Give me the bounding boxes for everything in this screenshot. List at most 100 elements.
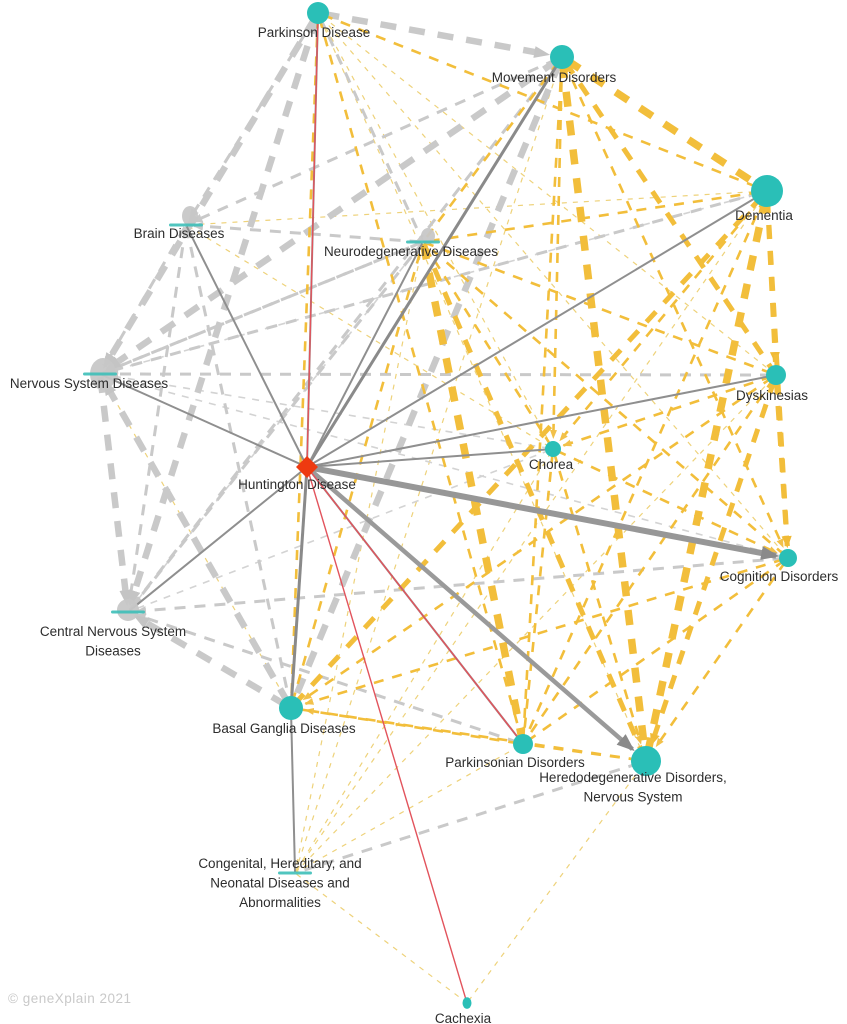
edge-huntington-dementia bbox=[310, 193, 763, 466]
node-nsd[interactable] bbox=[83, 372, 117, 376]
node-label-parkinson: Parkinson Disease bbox=[258, 25, 371, 40]
edge-parkinsonian-cns bbox=[134, 613, 519, 744]
edge-huntington-basal bbox=[289, 471, 309, 704]
edge-movement-nsd bbox=[104, 57, 559, 372]
edge-huntington-parkinsonian bbox=[309, 470, 522, 742]
edge-cognition-nsd bbox=[101, 373, 784, 558]
edge-chorea-heredo bbox=[552, 452, 643, 745]
edge-chorea-neurodeg bbox=[422, 242, 553, 447]
node-chorea[interactable] bbox=[545, 441, 561, 457]
edges-layer bbox=[97, 10, 792, 1003]
edge-neurodeg-brain bbox=[192, 221, 421, 244]
node-basal[interactable] bbox=[279, 696, 303, 720]
node-cns[interactable] bbox=[111, 610, 145, 614]
edge-dyskinesias-heredo bbox=[649, 378, 777, 746]
edge-parkinson-dyskinesias bbox=[321, 15, 774, 374]
edge-neurodeg-congenital bbox=[294, 244, 424, 872]
edge-parkinson-heredo bbox=[319, 17, 645, 757]
edge-cognition-parkinsonian bbox=[525, 559, 786, 744]
node-label-parkinsonian: Parkinsonian Disorders bbox=[445, 755, 585, 770]
edge-dyskinesias-neurodeg bbox=[424, 241, 772, 375]
edge-movement-chorea bbox=[549, 62, 564, 439]
edge-dementia-heredo bbox=[643, 198, 769, 757]
node-cognition[interactable] bbox=[779, 549, 797, 567]
edge-movement-parkinsonian bbox=[521, 62, 563, 741]
node-brain[interactable] bbox=[169, 223, 203, 227]
edge-parkinson-movement bbox=[322, 10, 551, 58]
node-label-nsd: Nervous System Diseases bbox=[10, 376, 169, 391]
edge-huntington-heredo bbox=[309, 468, 635, 752]
node-huntington[interactable] bbox=[296, 456, 318, 478]
edge-huntington-cognition bbox=[311, 464, 780, 560]
edge-neurodeg-heredo bbox=[421, 243, 647, 758]
edge-dyskinesias-nsd bbox=[107, 369, 772, 379]
node-movement[interactable] bbox=[550, 45, 574, 69]
edge-huntington-cns bbox=[128, 469, 304, 612]
edge-cognition-heredo bbox=[655, 560, 787, 748]
node-label-cachexia: Cachexia bbox=[435, 1011, 492, 1024]
node-label-heredo: Heredodegenerative Disorders,Nervous Sys… bbox=[539, 770, 727, 805]
edge-parkinsonian-congenital bbox=[295, 745, 519, 873]
node-cachexia[interactable] bbox=[462, 997, 472, 1009]
edge-dementia-congenital bbox=[295, 197, 763, 873]
edge-movement-dementia bbox=[564, 57, 765, 192]
node-label-cognition: Cognition Disorders bbox=[720, 569, 839, 584]
node-label-huntington: Huntington Disease bbox=[238, 477, 356, 492]
node-heredo[interactable] bbox=[631, 746, 661, 776]
edge-parkinson-cns bbox=[127, 17, 320, 607]
edge-parkinson-basal bbox=[289, 18, 320, 704]
edge-chorea-parkinsonian bbox=[522, 452, 554, 741]
edge-dementia-parkinsonian bbox=[523, 197, 765, 742]
watermark: © geneXplain 2021 bbox=[8, 991, 132, 1006]
edge-chorea-congenital bbox=[295, 452, 552, 873]
edge-movement-neurodeg bbox=[423, 61, 560, 242]
node-dementia[interactable] bbox=[751, 175, 783, 207]
node-dyskinesias[interactable] bbox=[766, 365, 786, 385]
arrow-cluster-blob-neurodeg bbox=[421, 228, 435, 244]
edge-cognition-cns bbox=[135, 556, 784, 616]
edge-dyskinesias-parkinsonian bbox=[523, 378, 775, 742]
edge-basal-congenital bbox=[290, 713, 296, 872]
edge-parkinson-neurodeg bbox=[318, 17, 424, 242]
edge-dementia-nsd bbox=[106, 191, 760, 374]
edge-brain-dementia bbox=[188, 190, 762, 226]
edge-congenital-cachexia bbox=[296, 873, 466, 1003]
edge-parkinson-chorea bbox=[320, 17, 553, 447]
arrow-cluster-blob-brain bbox=[182, 206, 198, 226]
node-label-brain: Brain Diseases bbox=[134, 226, 225, 241]
edge-huntington-nsd bbox=[101, 373, 303, 466]
edge-nsd-cns bbox=[97, 376, 132, 607]
edge-movement-cns bbox=[132, 60, 560, 607]
edge-huntington-dyskinesias bbox=[311, 374, 773, 467]
node-label-chorea: Chorea bbox=[529, 457, 574, 472]
edge-huntington-cachexia bbox=[307, 471, 468, 1002]
edge-heredo-cachexia bbox=[467, 766, 642, 1002]
edge-basal-cns bbox=[133, 613, 288, 708]
node-parkinsonian[interactable] bbox=[513, 734, 533, 754]
node-label-neurodeg: Neurodegenerative Diseases bbox=[324, 244, 498, 259]
node-label-movement: Movement Disorders bbox=[492, 70, 617, 85]
edge-dementia-chorea bbox=[558, 196, 763, 442]
edge-huntington-parkinson bbox=[306, 16, 319, 463]
edge-chorea-cognition bbox=[556, 449, 779, 555]
node-parkinson[interactable] bbox=[307, 2, 329, 24]
edge-cognition-basal bbox=[304, 558, 785, 705]
node-congenital[interactable] bbox=[278, 871, 312, 875]
nodes-layer bbox=[83, 2, 797, 1009]
edge-parkinson-dementia bbox=[322, 13, 763, 191]
edge-cognition-neurodeg bbox=[423, 242, 786, 557]
edge-dyskinesias-cognition bbox=[773, 379, 792, 548]
edge-brain-chorea bbox=[187, 225, 551, 449]
edge-basal-neurodeg bbox=[291, 243, 424, 703]
node-label-dementia: Dementia bbox=[735, 208, 793, 223]
node-label-basal: Basal Ganglia Diseases bbox=[212, 721, 356, 736]
edge-huntington-chorea bbox=[311, 448, 551, 468]
edge-parkinson-cognition bbox=[321, 16, 787, 556]
edge-nsd-neurodeg bbox=[102, 241, 422, 375]
node-neurodeg[interactable] bbox=[406, 240, 440, 244]
